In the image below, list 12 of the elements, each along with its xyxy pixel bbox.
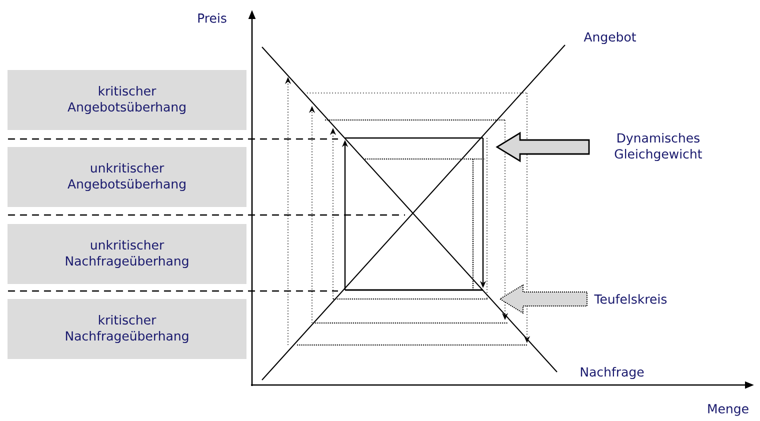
block-arrow <box>496 132 590 162</box>
axis-label: Menge <box>708 404 748 416</box>
label-box: unkritischer Angebotsüberhang <box>8 147 246 207</box>
label-box: unkritischer Nachfrageüberhang <box>8 224 246 284</box>
axis-label: Preis <box>198 13 226 23</box>
label-text: Teufelskreis <box>594 294 667 304</box>
label-text: Dynamisches Gleichgewicht <box>614 132 702 162</box>
axis-label: Nachfrage <box>580 366 644 380</box>
block-arrow <box>499 284 588 314</box>
axis-label: Angebot <box>584 32 636 44</box>
label-box: kritischer Nachfrageüberhang <box>8 299 246 359</box>
label-box: kritischer Angebotsüberhang <box>8 70 246 130</box>
